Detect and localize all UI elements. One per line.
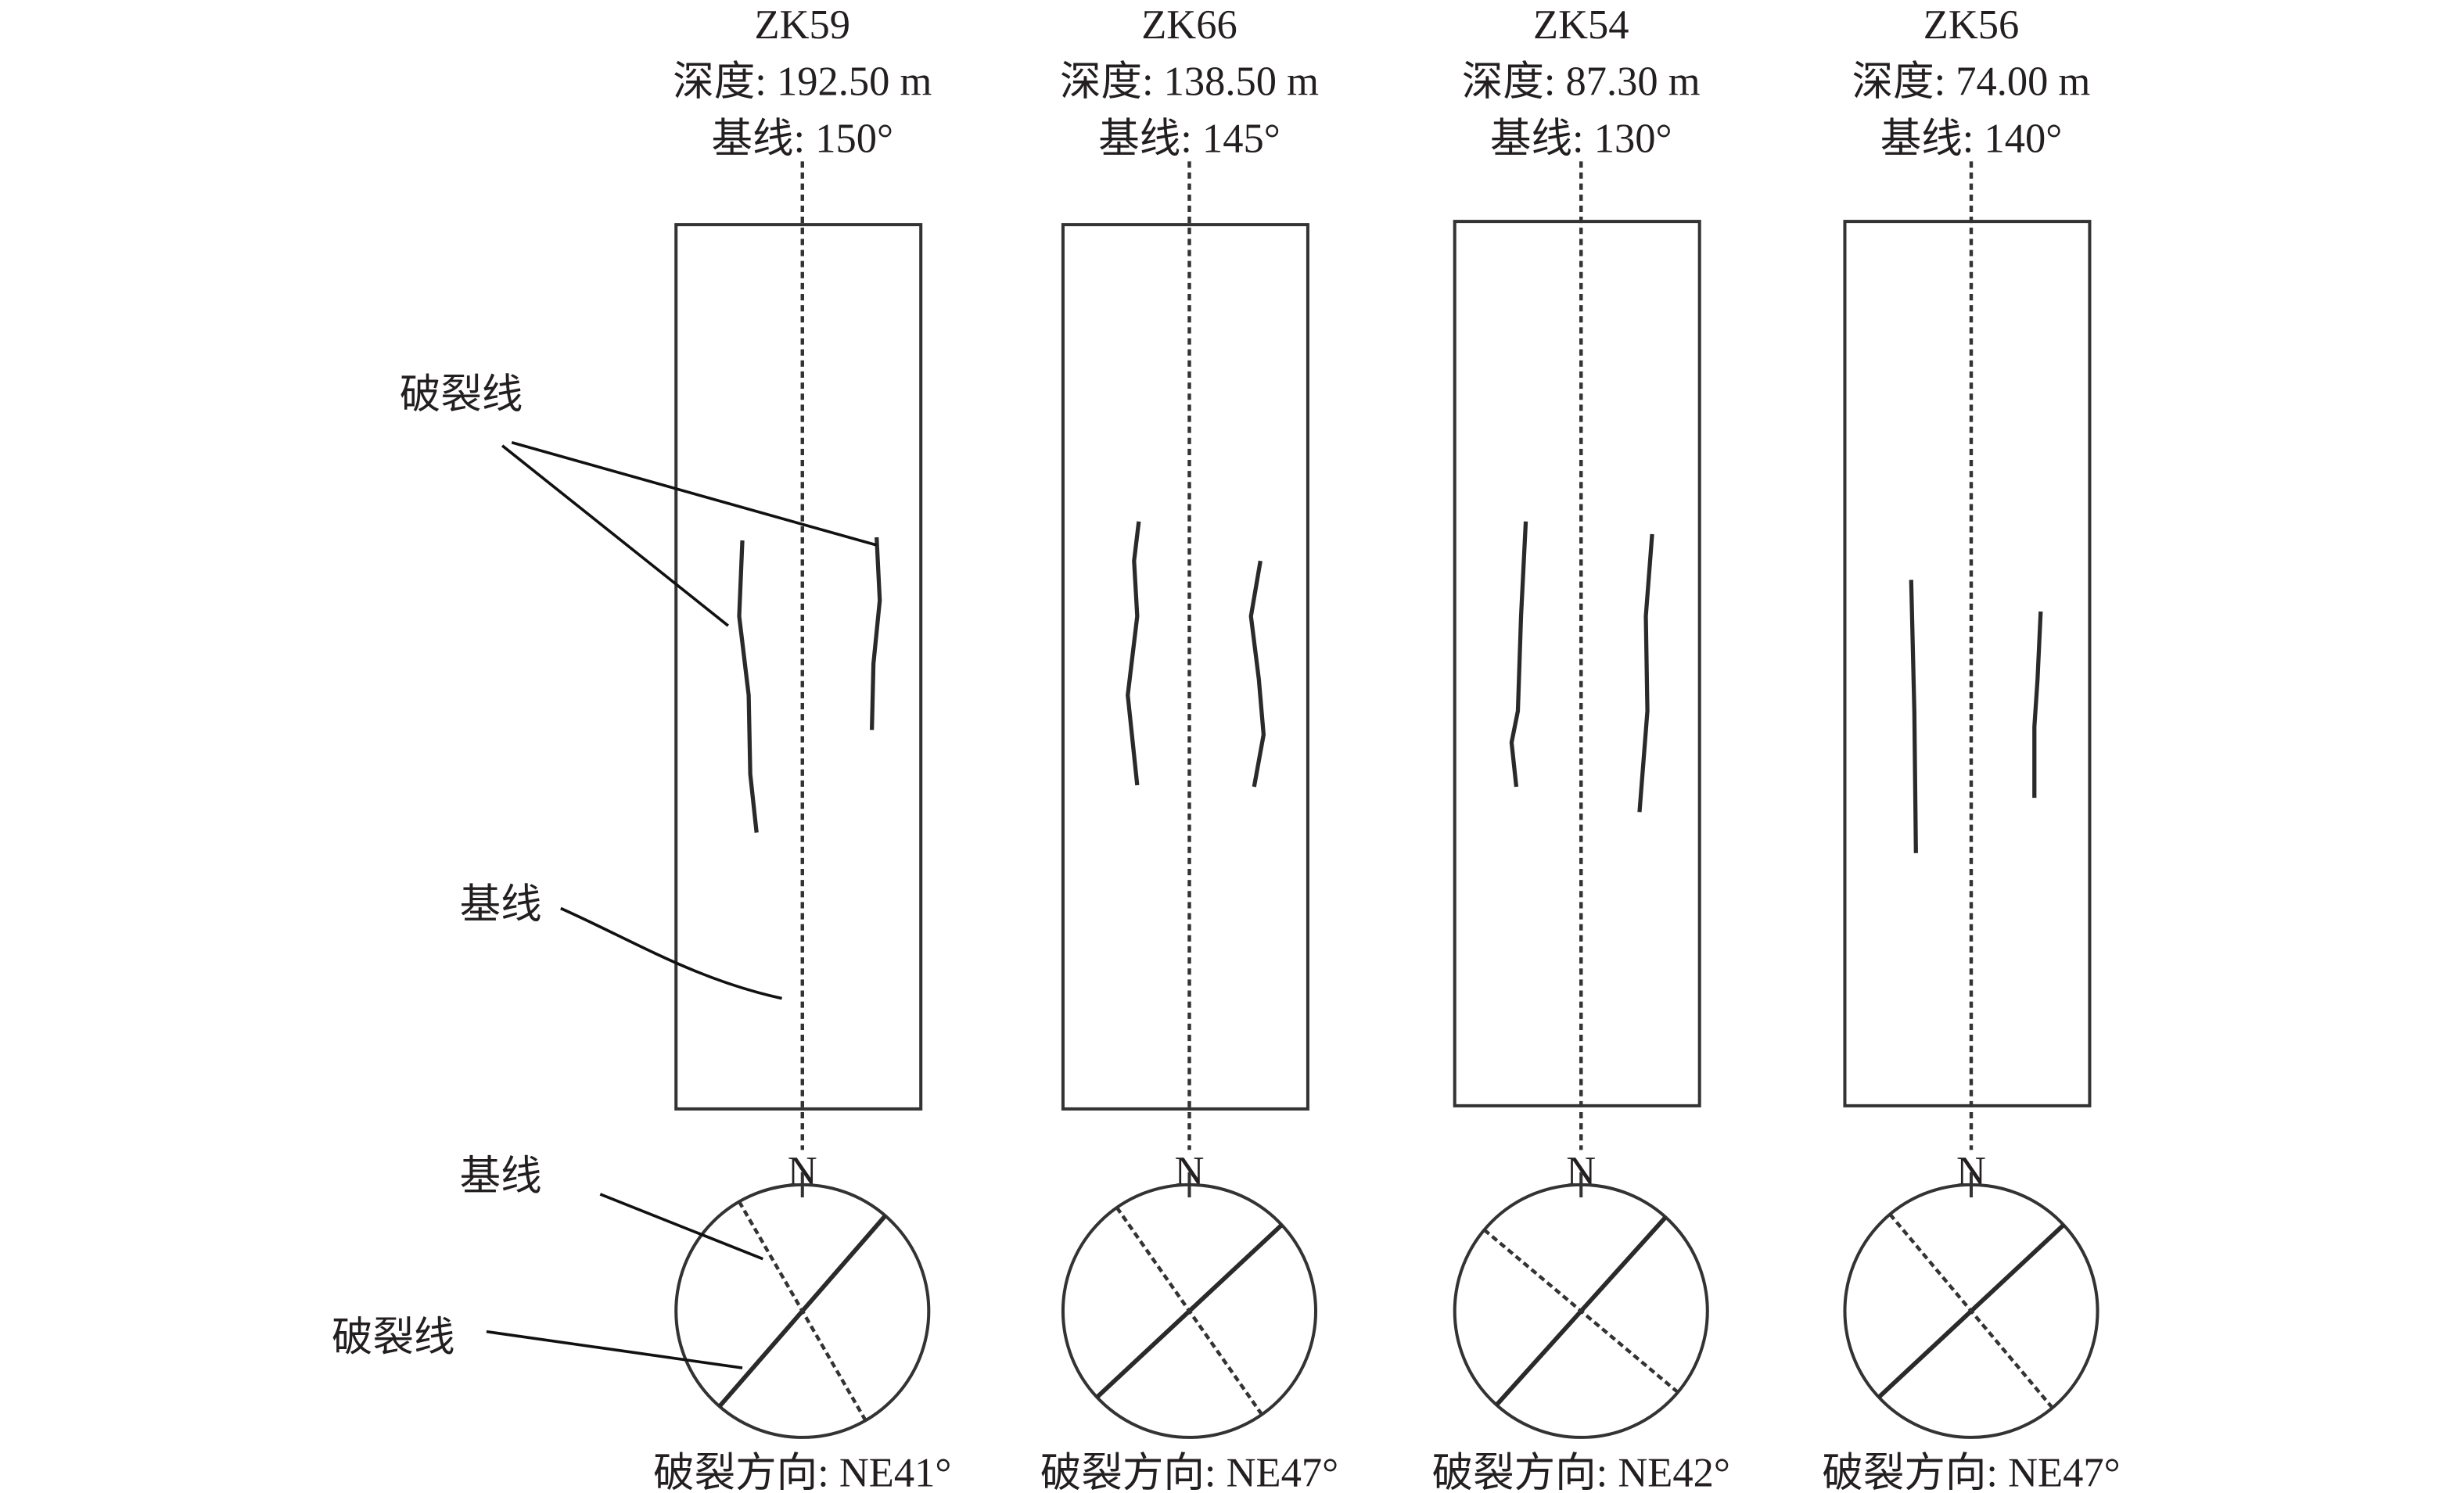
borehole-name: ZK66 <box>1141 2 1237 48</box>
borehole-depth: 深度: 87.30 m <box>1462 59 1701 105</box>
borehole-name: ZK54 <box>1533 2 1629 48</box>
core-unrolled-box <box>1453 220 1701 1107</box>
fracture-direction-label: 破裂方向: NE47° <box>1040 1451 1338 1493</box>
annotation-crack-bottom: 破裂线 <box>332 1315 455 1360</box>
core-unrolled-box <box>1843 220 2092 1107</box>
borehole-depth: 深度: 74.00 m <box>1852 59 2091 105</box>
fracture-direction-label: 破裂方向: NE42° <box>1432 1451 1730 1493</box>
leader-line <box>511 441 878 547</box>
baseline-direction-line <box>1115 1206 1263 1416</box>
borehole-baseline: 基线: 140° <box>1880 116 2062 161</box>
leader-line <box>501 444 729 627</box>
borehole-depth: 深度: 138.50 m <box>1060 59 1319 105</box>
fracture-trace <box>1126 521 1141 786</box>
baseline-direction-line <box>1888 1213 2054 1409</box>
annotation-crack-top: 破裂线 <box>400 371 523 417</box>
annotation-baseline-top: 基线 <box>460 882 542 928</box>
fracture-trace <box>737 540 759 833</box>
annotation-baseline-bottom: 基线 <box>460 1154 542 1199</box>
leader-line <box>486 1330 743 1369</box>
fracture-direction-label: 破裂方向: NE41° <box>653 1451 951 1493</box>
borehole-depth: 深度: 192.50 m <box>673 59 932 105</box>
fracture-trace <box>1909 580 1918 853</box>
fracture-trace <box>1509 521 1528 788</box>
borehole-name: ZK56 <box>1923 2 2019 48</box>
fracture-trace <box>869 537 882 730</box>
fracture-trace <box>1248 560 1266 788</box>
borehole-name: ZK59 <box>755 2 850 48</box>
leader-line <box>560 906 782 1000</box>
fracture-trace <box>1637 533 1654 813</box>
borehole-baseline: 基线: 150° <box>712 116 893 161</box>
core-unrolled-box <box>674 223 923 1111</box>
fracture-trace <box>2032 611 2043 799</box>
baseline-direction-line <box>1483 1228 1679 1394</box>
borehole-baseline: 基线: 130° <box>1490 116 1672 161</box>
fracture-direction-label: 破裂方向: NE47° <box>1822 1451 2120 1493</box>
baseline-direction-line <box>738 1201 867 1422</box>
borehole-baseline: 基线: 145° <box>1098 116 1280 161</box>
annotations: 破裂线 基线 基线 破裂线 <box>332 371 878 1369</box>
leader-line <box>599 1193 763 1261</box>
core-unrolled-box <box>1061 223 1309 1111</box>
